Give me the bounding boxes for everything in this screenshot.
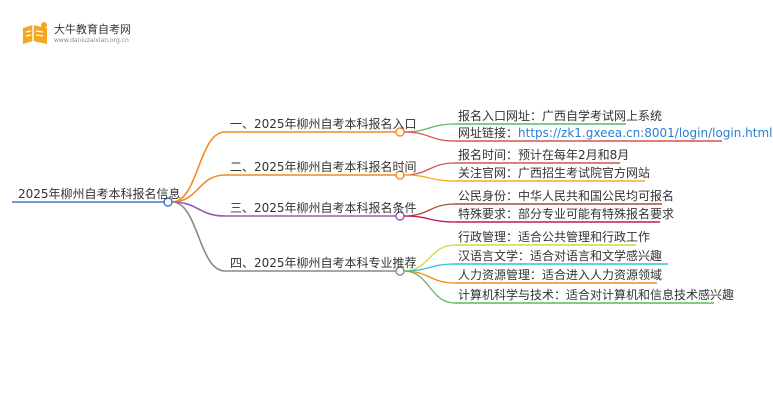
- registration-url-link[interactable]: https://zk1.gxeea.cn:8001/login/login.ht…: [518, 126, 773, 140]
- leaf-label-1-1: 报名入口网址：广西自学考试网上系统: [458, 109, 663, 123]
- branch-label-4: 四、2025年柳州自考本科专业推荐: [230, 256, 417, 270]
- branch-label-1: 一、2025年柳州自考本科报名入口: [230, 117, 417, 131]
- brand-url: www.daniuzaixian.org.cn: [54, 37, 129, 44]
- leaf-connector-2-2: [403, 174, 456, 182]
- leaf-label-3-1: 公民身份：中华人民共和国公民均可报名: [458, 189, 675, 203]
- branch-label-2: 二、2025年柳州自考本科报名时间: [230, 160, 417, 174]
- branch-label-3: 三、2025年柳州自考本科报名条件: [230, 201, 417, 215]
- leaf-label-2-1: 报名时间：预计在每年2月和8月: [458, 148, 630, 162]
- leaf-label-4-4: 计算机科学与技术：适合对计算机和信息技术感兴趣: [458, 288, 735, 302]
- leaf-connector-4-4: [403, 270, 456, 304]
- leaf-label-3-2: 特殊要求：部分专业可能有特殊报名要求: [458, 207, 675, 221]
- leaf-label-4-1: 行政管理：适合公共管理和行政工作: [458, 230, 651, 244]
- branch-connector-1: [171, 131, 226, 203]
- branch-connector-4: [171, 201, 226, 272]
- mindmap-canvas: [12, 123, 722, 304]
- logo-icon: [23, 22, 47, 44]
- leaf-connector-1-2: [403, 131, 456, 142]
- leaf-label-2-2: 关注官网：广西招生考试院官方网站: [458, 166, 651, 180]
- root-label: 2025年柳州自考本科报名信息: [18, 187, 181, 201]
- leaf-connector-3-2: [403, 215, 456, 223]
- leaf-label-1-2: 网址链接：https://zk1.gxeea.cn:8001/login/log…: [458, 126, 773, 140]
- leaf-label-4-3: 人力资源管理：适合进入人力资源领域: [458, 268, 663, 282]
- branch-connector-3: [171, 201, 226, 217]
- leaf-label-4-2: 汉语言文学：适合对语言和文学感兴趣: [458, 249, 663, 263]
- branch-connector-2: [171, 174, 226, 203]
- brand-name: 大牛教育自考网: [54, 23, 131, 36]
- leaf-prefix: 网址链接：: [458, 126, 519, 140]
